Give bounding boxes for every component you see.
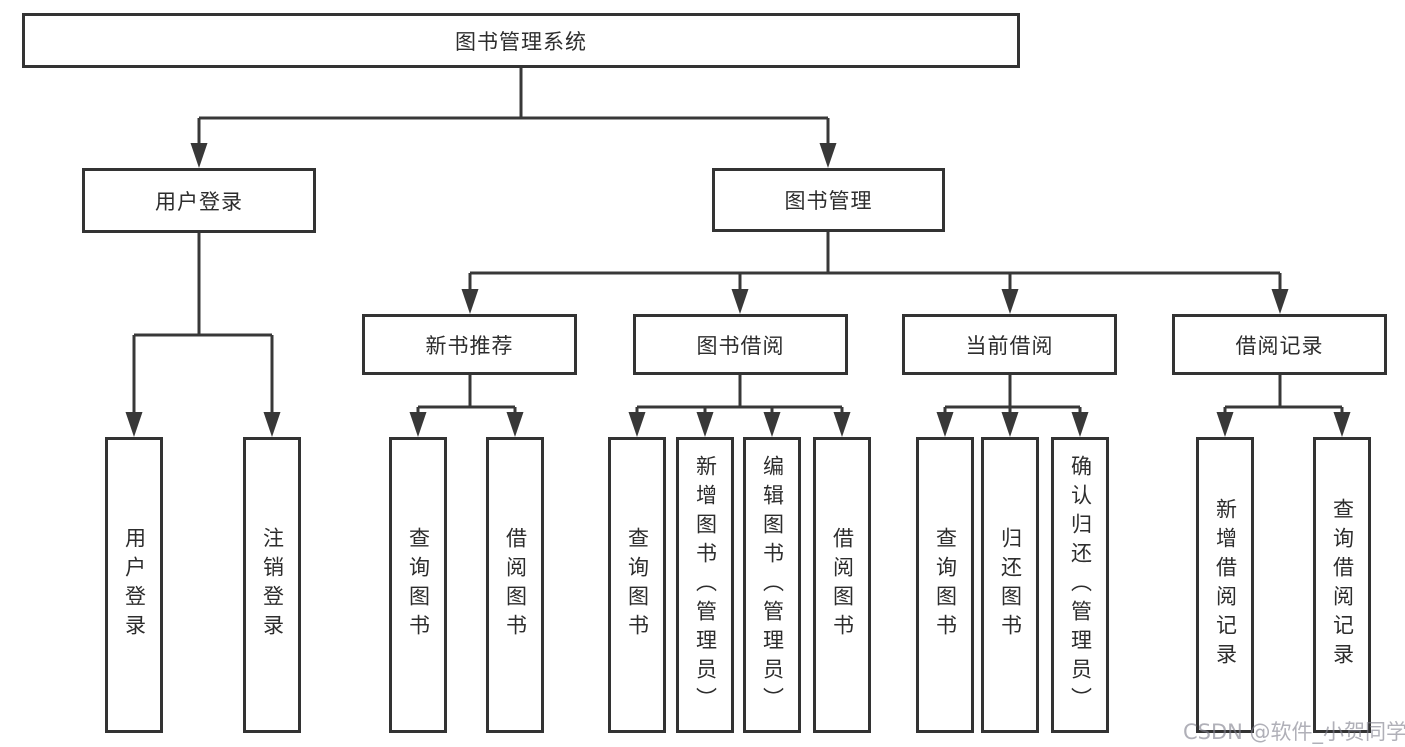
node-current-borrow: 当前借阅: [902, 314, 1117, 375]
node-root: 图书管理系统: [22, 13, 1020, 68]
node-user-login: 用户登录: [82, 168, 316, 233]
connector-book-borrow-children: [635, 375, 844, 413]
leaf-borrow-query: 查询图书: [608, 437, 666, 733]
leaf-current-confirm-admin: 确认归还（管理员）: [1051, 437, 1109, 733]
leaf-logout: 注销登录: [243, 437, 301, 733]
leaf-borrow-add-admin: 新增图书（管理员）: [676, 437, 734, 733]
node-book-borrow: 图书借阅: [633, 314, 848, 375]
leaf-current-query: 查询图书: [916, 437, 974, 733]
node-book-management: 图书管理: [712, 168, 945, 232]
leaf-newbook-borrow: 借阅图书: [486, 437, 544, 733]
connector-borrow-records-children: [1223, 375, 1344, 413]
connector-root-to-level2: [197, 68, 830, 144]
connector-new-book-children: [416, 375, 517, 413]
leaf-records-add: 新增借阅记录: [1196, 437, 1254, 733]
node-borrow-records: 借阅记录: [1172, 314, 1387, 375]
watermark: CSDN @软件_小贺同学: [1183, 720, 1405, 744]
connector-user-login-children: [132, 233, 274, 413]
leaf-records-query: 查询借阅记录: [1313, 437, 1371, 733]
leaf-user-login: 用户登录: [105, 437, 163, 733]
leaf-newbook-query: 查询图书: [389, 437, 447, 733]
leaf-borrow-borrow: 借阅图书: [813, 437, 871, 733]
connector-book-management-children: [468, 232, 1282, 290]
connector-current-borrow-children: [943, 375, 1082, 413]
leaf-borrow-edit-admin: 编辑图书（管理员）: [743, 437, 801, 733]
leaf-current-return: 归还图书: [981, 437, 1039, 733]
node-new-book-recommend: 新书推荐: [362, 314, 577, 375]
arrowheads: [125, 143, 1351, 437]
